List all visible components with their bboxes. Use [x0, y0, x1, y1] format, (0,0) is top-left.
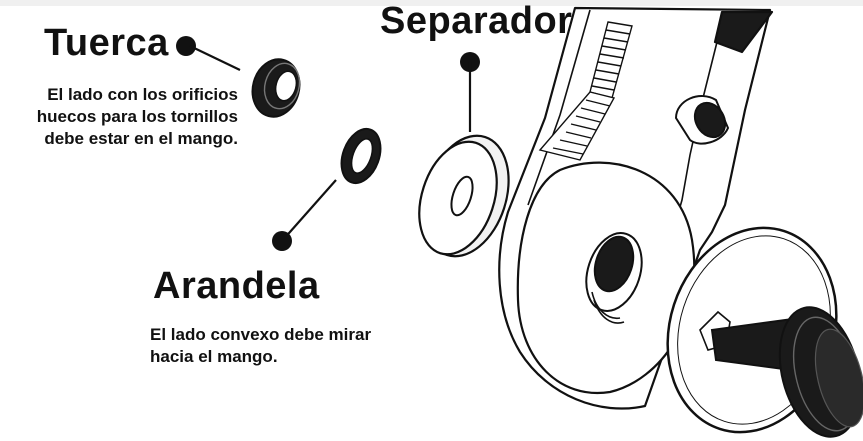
separador-title: Separador — [380, 0, 573, 42]
grip-ribs-lower — [538, 91, 616, 161]
handle-screw — [674, 95, 730, 145]
tuerca-title: Tuerca — [44, 22, 169, 64]
tuerca-note-line: huecos para los tornillos — [36, 107, 238, 126]
nut — [251, 58, 301, 118]
spacer-washer — [418, 134, 510, 258]
bolt-slot — [585, 232, 643, 324]
top-edge — [0, 0, 863, 6]
arandela-note-line: El lado convexo debe mirar — [150, 325, 372, 344]
bolt — [710, 306, 863, 438]
tuerca-note: El lado con los orificios huecos para lo… — [10, 84, 238, 150]
tuerca-note-line: debe estar en el mango. — [44, 129, 238, 148]
arandela-title: Arandela — [153, 265, 320, 307]
callout-arandela — [272, 179, 337, 251]
tuerca-note-line: El lado con los orificios — [47, 85, 238, 104]
callout-separador — [460, 52, 480, 132]
arandela-note-line: hacia el mango. — [150, 347, 278, 366]
arandela-note: El lado convexo debe mirar hacia el mang… — [150, 324, 371, 368]
callout-tuerca — [176, 36, 241, 71]
convex-washer — [340, 127, 382, 185]
